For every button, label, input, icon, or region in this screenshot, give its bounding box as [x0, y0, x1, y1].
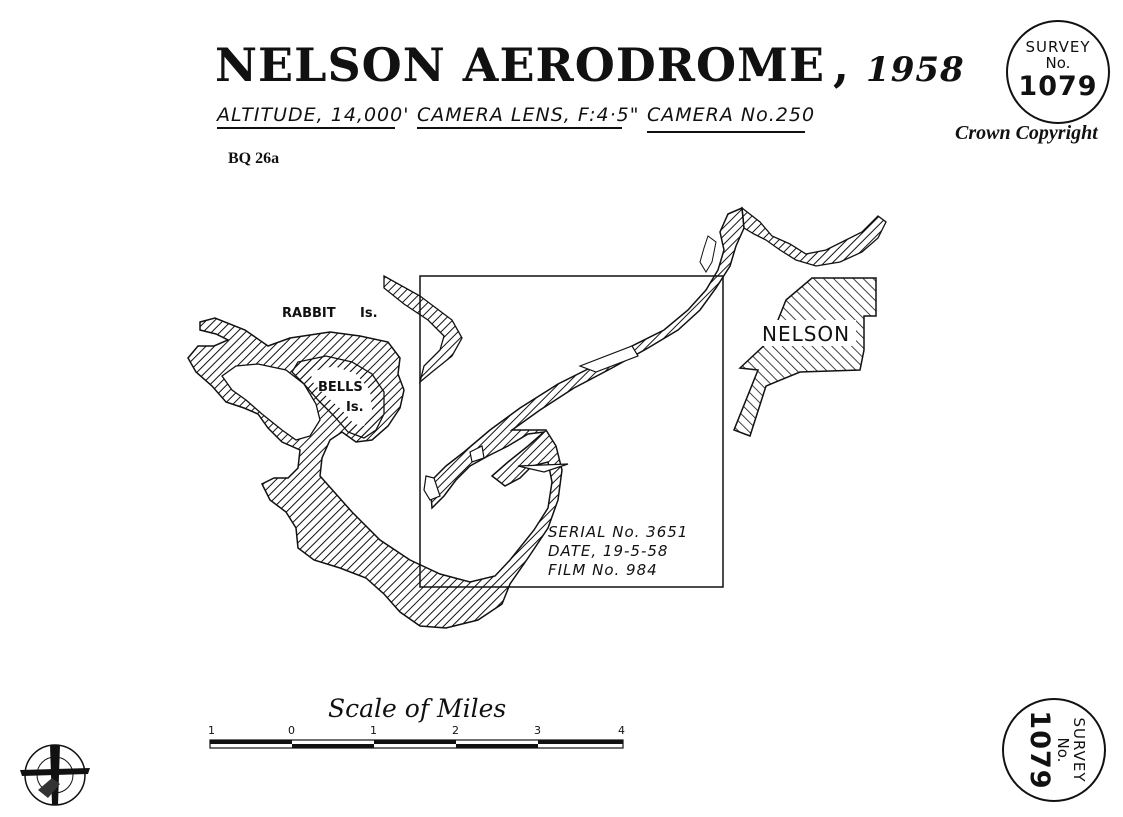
map-title-main: NELSON AERODROME — [215, 38, 826, 92]
scale-ticks: 1 0 1 2 3 4 — [0, 724, 700, 740]
scale-seg-2 — [292, 744, 374, 748]
altitude-label: ALTITUDE, 14,000' — [217, 104, 410, 126]
inlet-water — [221, 363, 321, 441]
scale-seg-3 — [374, 740, 456, 744]
scale-bar — [209, 739, 624, 749]
map-title: NELSON AERODROME, 1958 — [215, 38, 965, 92]
stamp-survey: SURVEY — [1025, 38, 1091, 56]
stamp-no: No. — [1045, 54, 1071, 72]
camera-underline — [647, 131, 805, 133]
label-bells-is: Is. — [346, 400, 364, 415]
scale-seg-1 — [210, 740, 292, 744]
nelson-city-block — [733, 277, 877, 437]
scale-seg-5 — [538, 740, 623, 744]
spit-point — [517, 463, 569, 473]
camera-lens-label: CAMERA LENS, F:4·5" — [417, 104, 640, 126]
map-title-comma: , — [833, 38, 851, 92]
label-rabbit-is: Is. — [360, 306, 378, 321]
photo-frame-details: SERIAL No. 3651 DATE, 19-5-58 FILM No. 9… — [548, 523, 688, 580]
photo-coverage-frame — [419, 275, 724, 588]
label-rabbit: RABBIT — [282, 306, 336, 321]
harbour-coastline — [187, 206, 745, 629]
small-islet — [423, 475, 441, 501]
film-number: FILM No. 984 — [548, 561, 658, 579]
photo-date: DATE, 19-5-58 — [548, 542, 669, 560]
nz-aerial-mapping-logo — [20, 744, 90, 806]
scale-tick-label: 1 — [208, 724, 215, 737]
label-nelson: NELSON — [762, 322, 851, 346]
creek-inlet — [699, 235, 717, 273]
scale-tick-label: 0 — [288, 724, 295, 737]
stamp-number: 1079 — [1018, 71, 1098, 102]
crown-copyright: Crown Copyright — [955, 122, 1098, 144]
scale-seg-4 — [456, 744, 538, 748]
map-title-year: 1958 — [866, 50, 965, 90]
sheet-reference: BQ 26a — [228, 150, 280, 167]
serial-number: SERIAL No. 3651 — [548, 523, 689, 541]
scale-tick-label: 2 — [452, 724, 459, 737]
boulder-bank — [578, 345, 639, 373]
scale-title: Scale of Miles — [328, 694, 507, 723]
camera-number-label: CAMERA No.250 — [647, 104, 816, 126]
nelson-label-box — [760, 320, 856, 346]
scale-tick-label: 1 — [370, 724, 377, 737]
bells-island-interior — [310, 366, 372, 426]
scale-tick-label: 4 — [618, 724, 625, 737]
rabbit-island-shore — [383, 274, 463, 384]
survey-stamp-top: SURVEY No. 1079 — [1006, 20, 1110, 124]
altitude-underline — [217, 127, 395, 129]
haulashore-island — [469, 445, 485, 463]
label-bells: BELLS — [318, 380, 363, 395]
scale-tick-label: 3 — [534, 724, 541, 737]
northern-coastline — [741, 206, 887, 267]
lens-underline — [417, 127, 622, 129]
